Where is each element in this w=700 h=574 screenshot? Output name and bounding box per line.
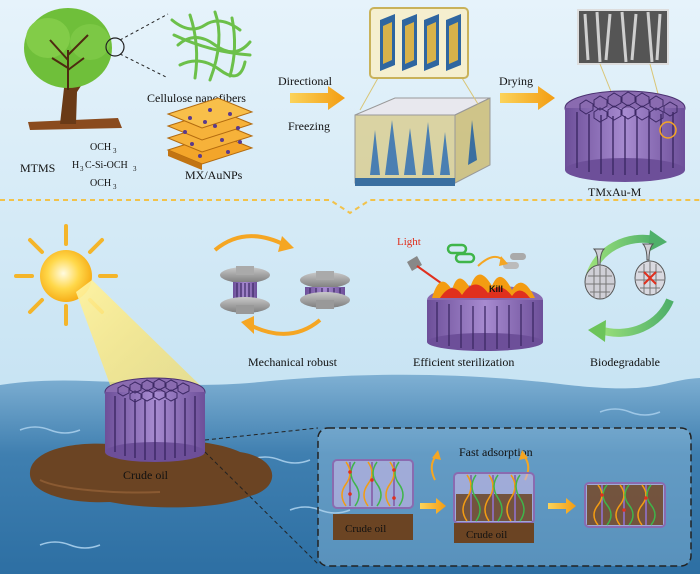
adsorption-stage-2 — [430, 450, 535, 543]
crude-oil-box1-label: Crude oil — [345, 523, 386, 535]
mx-aunps-label: MX/AuNPs — [185, 168, 243, 182]
tmxau-m-label: TMxAu-M — [588, 185, 642, 199]
light-label: Light — [397, 236, 421, 248]
ice-template-zoom-box — [369, 7, 469, 79]
mtms-formula: OCH 3 H 3 C-Si-OCH 3 OCH 3 — [72, 142, 137, 191]
svg-text:OCH: OCH — [90, 178, 111, 189]
zoom-line-1 — [204, 427, 319, 441]
directional-label: Directional — [278, 74, 333, 88]
section-divider — [0, 199, 700, 215]
arrow-stage-2-3 — [548, 498, 576, 514]
freezing-label: Freezing — [288, 119, 330, 133]
fast-adsorption-label: Fast adsorption — [459, 445, 533, 459]
sterilization-icon — [407, 243, 543, 351]
tmxau-m-aerogel-icon — [564, 90, 686, 182]
zoom-line-2 — [204, 451, 319, 565]
adsorption-stage-1 — [332, 459, 414, 540]
biodegradable-label: Biodegradable — [590, 355, 660, 369]
svg-text:H: H — [72, 160, 79, 171]
mx-aunps-stack-icon — [166, 97, 254, 170]
arrow-drying — [500, 86, 555, 110]
svg-text:C-Si-OCH: C-Si-OCH — [85, 160, 128, 171]
zoom-circle — [105, 37, 125, 57]
sterilization-label: Efficient sterilization — [413, 355, 514, 369]
tree-icon — [24, 8, 122, 130]
zoom-line-bottom — [119, 53, 169, 79]
sem-image — [577, 9, 669, 65]
crude-oil-island-label: Crude oil — [123, 468, 169, 482]
arrow-stage-1-2 — [420, 498, 446, 514]
floating-aerogel-icon — [104, 377, 206, 462]
freezing-mold-icon — [354, 97, 491, 186]
drying-label: Drying — [499, 74, 533, 88]
mechanical-robust-icon — [213, 234, 350, 336]
kill-label: Kill — [489, 284, 503, 294]
sun-icon — [14, 224, 118, 326]
adsorption-stage-3 — [584, 482, 666, 528]
crude-oil-box2-label: Crude oil — [466, 529, 507, 541]
svg-text:3: 3 — [113, 183, 117, 191]
water-waves — [19, 408, 661, 549]
cellulose-nanofibers-icon — [170, 10, 252, 82]
svg-text:3: 3 — [113, 147, 117, 155]
svg-text:OCH: OCH — [90, 142, 111, 153]
cellulose-label: Cellulose nanofibers — [147, 91, 246, 105]
svg-text:3: 3 — [133, 165, 137, 173]
svg-text:3: 3 — [80, 165, 84, 173]
arrow-directional-freezing — [290, 86, 345, 110]
mechanical-robust-label: Mechanical robust — [248, 355, 338, 369]
mtms-label: MTMS — [20, 161, 55, 175]
biodegradable-icon — [584, 230, 674, 342]
